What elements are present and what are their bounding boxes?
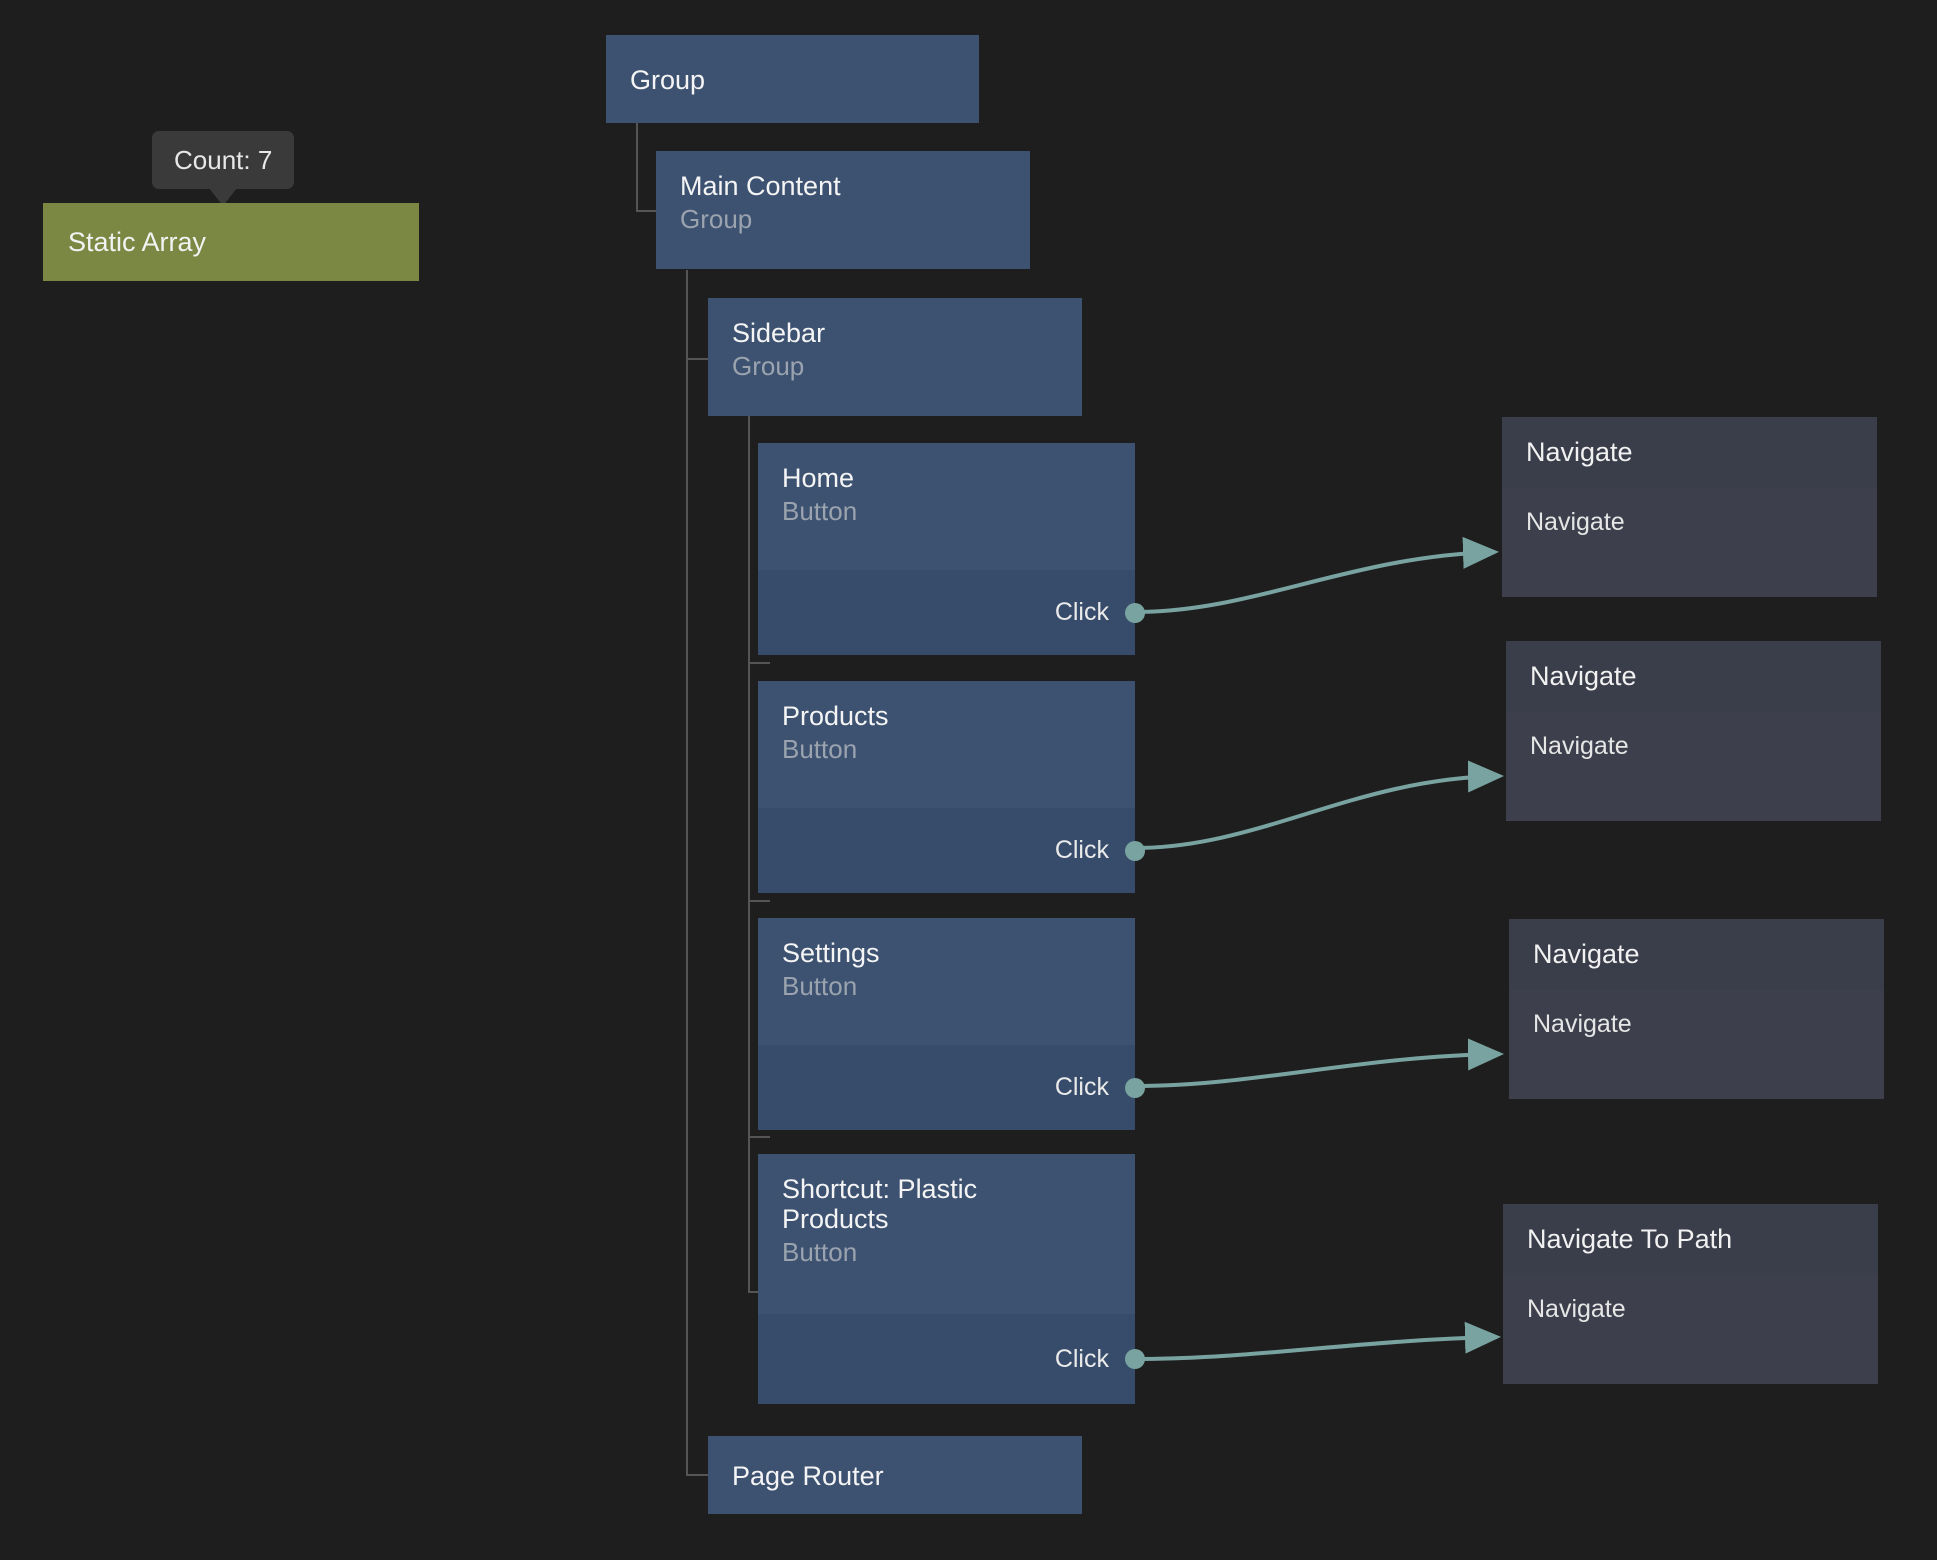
node-button-shortcut-port-label: Click: [1054, 1344, 1109, 1373]
node-button-products-port-label: Click: [1054, 836, 1109, 864]
tree-line-sidebar-trunk: [686, 272, 688, 1476]
edge-settings-navigate: [1134, 1038, 1504, 1088]
node-button-shortcut-subtitle: Button: [782, 1237, 858, 1268]
node-sidebar[interactable]: Sidebar Group: [708, 298, 1082, 416]
node-page-router[interactable]: Page Router: [708, 1436, 1082, 1514]
node-action-navigate-2-title: Navigate: [1530, 661, 1637, 691]
node-button-home-body: Click: [758, 570, 1145, 655]
node-action-navigate-3-port[interactable]: Navigate: [1509, 990, 1884, 1099]
node-button-settings-body: Click: [758, 1045, 1145, 1130]
node-button-shortcut-body: Click: [758, 1314, 1145, 1404]
node-group-title: Group: [630, 64, 706, 95]
node-button-settings-click-port[interactable]: [1125, 1077, 1145, 1098]
node-button-shortcut-title: Shortcut: Plastic Products: [782, 1174, 978, 1235]
node-static-array[interactable]: Static Array: [43, 203, 419, 281]
node-button-products-header: Products Button: [758, 681, 1135, 808]
node-group[interactable]: Group: [606, 35, 979, 123]
node-sidebar-title: Sidebar: [732, 318, 826, 348]
node-action-navigate-2[interactable]: Navigate Navigate: [1506, 641, 1881, 821]
node-button-settings-port-label: Click: [1054, 1073, 1109, 1101]
edge-home-navigate: [1134, 536, 1499, 614]
node-page-router-title: Page Router: [732, 1460, 884, 1491]
node-button-products-click-port[interactable]: [1125, 840, 1145, 861]
node-action-navigate-2-port[interactable]: Navigate: [1506, 712, 1881, 821]
tree-line-products-h: [748, 900, 770, 902]
node-button-settings-title: Settings: [782, 938, 880, 968]
edge-products-navigate: [1134, 760, 1504, 850]
node-action-navigate-1-title: Navigate: [1526, 437, 1633, 467]
tree-line-root-v: [636, 122, 638, 212]
node-page-router-header: Page Router: [708, 1436, 1082, 1514]
node-main-content-subtitle: Group: [680, 204, 753, 235]
node-button-products-title: Products: [782, 701, 889, 731]
node-button-home-title: Home: [782, 463, 855, 493]
node-button-settings-subtitle: Button: [782, 971, 858, 1002]
node-static-array-title: Static Array: [68, 226, 207, 257]
tree-line-children-trunk: [748, 408, 750, 1293]
node-button-home[interactable]: Home Button Click: [758, 443, 1145, 655]
node-sidebar-header: Sidebar Group: [708, 298, 1082, 416]
tooltip-tail-icon: [209, 188, 238, 206]
node-group-header: Group: [606, 35, 979, 123]
edge-shortcut-navigate-to-path: [1134, 1321, 1501, 1361]
node-sidebar-subtitle: Group: [732, 351, 805, 382]
node-button-home-header: Home Button: [758, 443, 1135, 570]
tree-line-home-h: [748, 662, 770, 664]
node-button-shortcut-header: Shortcut: Plastic Products Button: [758, 1154, 1135, 1314]
node-button-shortcut-click-port[interactable]: [1125, 1349, 1145, 1369]
tree-line-settings-h: [748, 1136, 770, 1138]
node-action-navigate-3[interactable]: Navigate Navigate: [1509, 919, 1884, 1099]
count-tooltip-label: Count: 7: [174, 145, 273, 175]
node-button-home-port-label: Click: [1054, 598, 1109, 626]
node-action-navigate-3-title: Navigate: [1533, 939, 1640, 969]
node-button-shortcut-plastic-products[interactable]: Shortcut: Plastic Products Button Click: [758, 1154, 1145, 1404]
tree-line-page-router-h: [686, 1474, 708, 1476]
node-action-navigate-to-path-title: Navigate To Path: [1527, 1224, 1733, 1254]
node-main-content[interactable]: Main Content Group: [656, 151, 1030, 269]
node-button-products-subtitle: Button: [782, 734, 858, 765]
tree-line-root-h: [636, 210, 658, 212]
tree-line-main-h: [686, 358, 708, 360]
node-action-navigate-1-port[interactable]: Navigate: [1502, 488, 1877, 597]
node-button-products-body: Click: [758, 808, 1145, 893]
node-button-products[interactable]: Products Button Click: [758, 681, 1145, 893]
node-button-home-subtitle: Button: [782, 496, 858, 527]
node-action-navigate-to-path-port[interactable]: Navigate: [1503, 1275, 1878, 1384]
node-button-settings[interactable]: Settings Button Click: [758, 918, 1145, 1130]
node-button-settings-header: Settings Button: [758, 918, 1135, 1045]
node-main-content-header: Main Content Group: [656, 151, 1030, 269]
node-main-content-title: Main Content: [680, 171, 841, 201]
node-button-home-click-port[interactable]: [1125, 602, 1145, 623]
count-tooltip: Count: 7: [152, 131, 295, 206]
node-action-navigate-1[interactable]: Navigate Navigate: [1502, 417, 1877, 597]
node-action-navigate-to-path[interactable]: Navigate To Path Navigate: [1503, 1204, 1878, 1384]
